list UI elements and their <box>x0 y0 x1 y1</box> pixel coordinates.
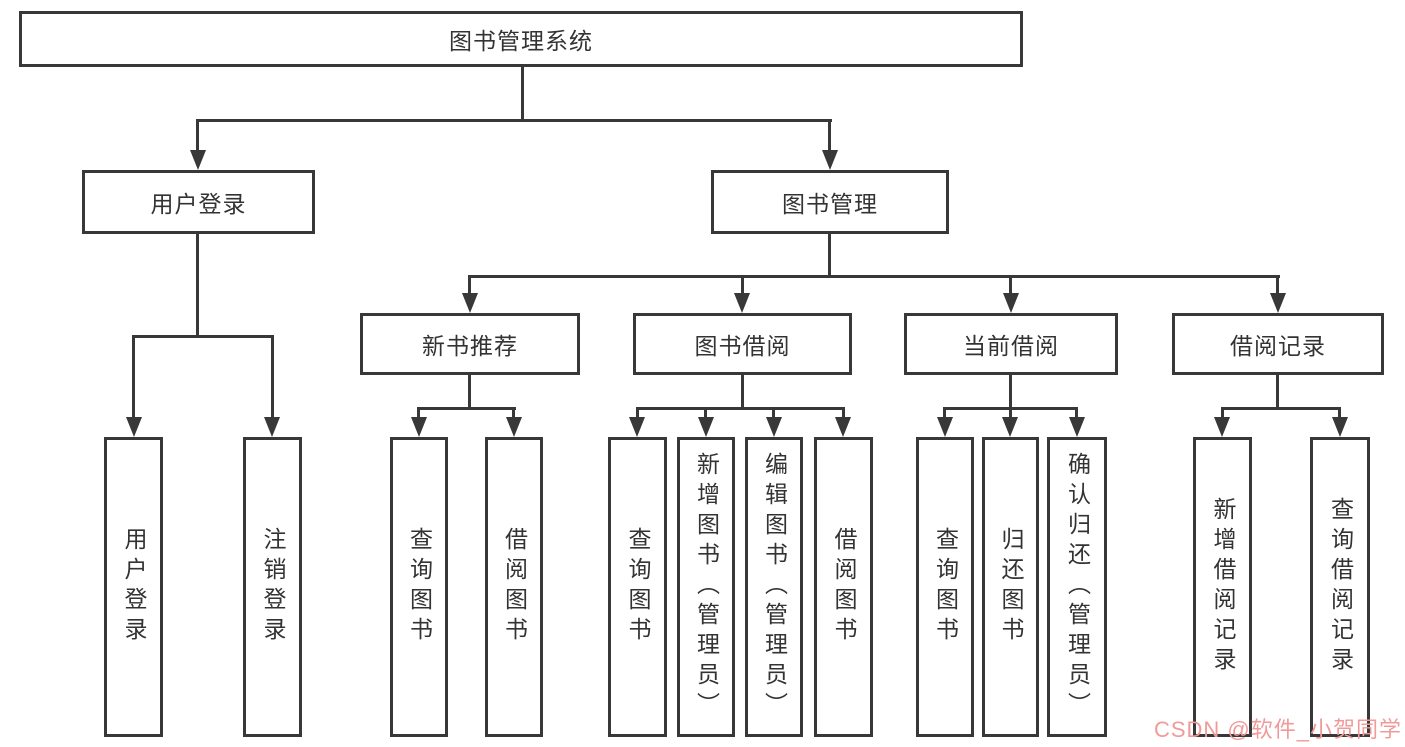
leaf-current-confirm-admin-label: 确认归还（管理员） <box>1064 452 1091 722</box>
connector-line <box>772 407 775 420</box>
leaf-borrow-add-admin: 新增图书（管理员） <box>677 437 735 737</box>
arrowhead-down-icon <box>734 293 750 313</box>
leaf-current-return-label: 归还图书 <box>998 527 1024 647</box>
connector-line <box>636 407 844 410</box>
leaf-logout: 注销登录 <box>243 437 302 737</box>
node-book-management-label: 图书管理 <box>782 191 878 217</box>
connector-line <box>512 407 515 420</box>
arrowhead-down-icon <box>264 417 280 437</box>
leaf-borrow-query-label: 查询图书 <box>625 527 651 647</box>
node-user-login: 用户登录 <box>82 170 315 234</box>
connector-line <box>132 335 273 338</box>
connector-line <box>196 234 199 335</box>
arrowhead-down-icon <box>1069 417 1085 437</box>
leaf-borrow-query: 查询图书 <box>608 437 667 737</box>
leaf-borrow-edit-admin-label: 编辑图书（管理员） <box>761 452 788 722</box>
leaf-records-query: 查询借阅记录 <box>1310 437 1370 737</box>
connector-line <box>741 375 744 407</box>
connector-line <box>1276 375 1279 407</box>
leaf-newbooks-query: 查询图书 <box>390 437 448 737</box>
connector-line <box>417 407 420 420</box>
leaf-user-login: 用户登录 <box>104 437 163 737</box>
connector-line <box>1221 407 1224 420</box>
leaf-newbooks-query-label: 查询图书 <box>406 527 433 647</box>
node-user-login-label: 用户登录 <box>150 191 247 217</box>
leaf-borrow-book: 借阅图书 <box>814 437 873 737</box>
leaf-records-add: 新增借阅记录 <box>1193 437 1252 737</box>
arrowhead-down-icon <box>1332 417 1348 437</box>
node-book-borrow: 图书借阅 <box>633 313 852 375</box>
arrowhead-down-icon <box>1270 293 1286 313</box>
connector-line <box>417 407 516 410</box>
connector-line <box>1009 375 1012 407</box>
leaf-borrow-edit-admin: 编辑图书（管理员） <box>745 437 803 737</box>
node-borrow-records: 借阅记录 <box>1172 313 1384 375</box>
leaf-logout-label: 注销登录 <box>260 527 286 647</box>
arrowhead-down-icon <box>190 150 206 170</box>
leaf-newbooks-borrow-label: 借阅图书 <box>501 527 528 647</box>
connector-line <box>132 335 135 419</box>
node-book-management: 图书管理 <box>711 170 949 234</box>
connector-line <box>521 67 524 119</box>
node-current-borrow-label: 当前借阅 <box>963 333 1059 359</box>
arrowhead-down-icon <box>126 417 142 437</box>
connector-line <box>828 234 831 275</box>
leaf-records-query-label: 查询借阅记录 <box>1327 497 1354 677</box>
connector-line <box>1075 407 1078 420</box>
leaf-current-query-label: 查询图书 <box>932 527 959 647</box>
arrowhead-down-icon <box>1214 417 1230 437</box>
node-new-book-recommend: 新书推荐 <box>360 313 580 375</box>
watermark: CSDN @软件_小贺同学 <box>1153 717 1402 742</box>
arrowhead-down-icon <box>506 417 522 437</box>
connector-line <box>468 275 1280 278</box>
arrowhead-down-icon <box>698 417 714 437</box>
node-root-label: 图书管理系统 <box>449 28 593 54</box>
connector-line <box>468 375 471 407</box>
connector-line <box>1009 407 1012 420</box>
connector-line <box>1009 275 1012 295</box>
connector-line <box>1221 407 1341 410</box>
connector-line <box>741 275 744 295</box>
arrowhead-down-icon <box>1003 293 1019 313</box>
connector-line <box>828 119 831 152</box>
node-borrow-records-label: 借阅记录 <box>1230 333 1326 359</box>
connector-line <box>943 407 946 420</box>
leaf-records-add-label: 新增借阅记录 <box>1210 497 1236 677</box>
leaf-borrow-book-label: 借阅图书 <box>831 527 857 647</box>
leaf-current-return: 归还图书 <box>982 437 1039 737</box>
leaf-current-query: 查询图书 <box>916 437 974 737</box>
connector-line <box>468 275 471 295</box>
arrowhead-down-icon <box>629 417 645 437</box>
connector-line <box>196 119 832 122</box>
connector-line <box>271 335 274 419</box>
connector-line <box>1338 407 1341 420</box>
arrowhead-down-icon <box>822 150 838 170</box>
leaf-current-confirm-admin: 确认归还（管理员） <box>1047 437 1107 737</box>
node-current-borrow: 当前借阅 <box>904 313 1118 375</box>
connector-line <box>842 407 845 420</box>
arrowhead-down-icon <box>835 417 851 437</box>
connector-line <box>1276 275 1279 295</box>
arrowhead-down-icon <box>1002 417 1018 437</box>
arrowhead-down-icon <box>411 417 427 437</box>
node-root: 图书管理系统 <box>19 11 1023 67</box>
leaf-borrow-add-admin-label: 新增图书（管理员） <box>693 452 720 722</box>
node-book-borrow-label: 图书借阅 <box>694 333 791 359</box>
arrowhead-down-icon <box>766 417 782 437</box>
leaf-newbooks-borrow: 借阅图书 <box>485 437 543 737</box>
leaf-user-login-label: 用户登录 <box>121 527 147 647</box>
connector-line <box>636 407 639 420</box>
connector-line <box>196 119 199 152</box>
node-new-book-recommend-label: 新书推荐 <box>422 333 518 359</box>
connector-line <box>704 407 707 420</box>
arrowhead-down-icon <box>462 293 478 313</box>
arrowhead-down-icon <box>937 417 953 437</box>
